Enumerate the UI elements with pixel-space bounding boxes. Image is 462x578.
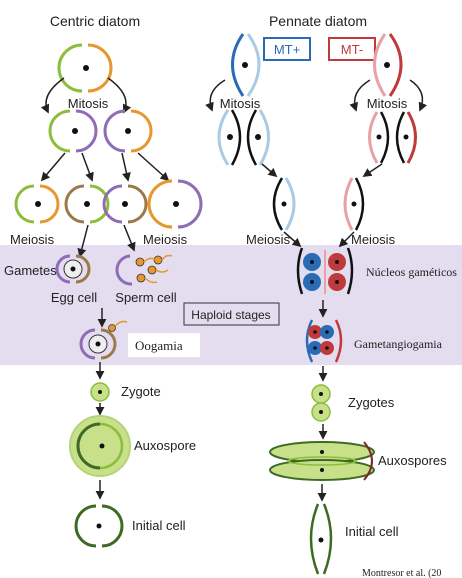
mtplus-single-cell [272,177,296,231]
arrow-mtplus-down [261,163,278,178]
pennate-mt-minus-parent [373,33,403,97]
mt-minus-label: MT- [341,42,363,57]
arrow-mtminus-down [362,163,383,177]
initial-cell-label-left: Initial cell [132,518,186,533]
mt-minus-box: MT- [328,37,376,61]
mtminus-daughter-2 [395,111,417,164]
fertilized-egg [79,320,128,360]
meiosis-arrow-sperm [123,224,136,252]
haploid-stages-box: Haploid stages [183,302,280,326]
oogamia-box: Oogamia [128,333,200,357]
mtminus-daughter-1 [368,111,390,164]
mitosis-arrow-right [107,77,132,114]
centric-daughter-cell-2 [103,109,153,153]
mitosis-arrow-mtminus [349,79,371,112]
sperm-cell-label: Sperm cell [115,290,177,305]
zygote-cell [90,382,110,402]
centric-cell-a [14,184,60,224]
initial-cell-right [309,503,333,575]
meiosis-arrow-egg [77,224,89,258]
mitosis-label-mtplus: Mitosis [220,96,261,111]
centric-cell-b [64,184,110,224]
mitosis-label-mtminus: Mitosis [367,96,408,111]
meiosis-label-1: Meiosis [10,232,55,247]
mt-plus-label: MT+ [274,42,300,57]
gametes-label: Gametes [4,263,57,278]
mitosis-arrow-mtminus-2 [409,79,428,112]
mitosis-arrow-left [40,77,65,114]
mt-plus-box: MT+ [263,37,311,61]
mitosis-arrow-mtplus [205,79,226,112]
initial-cell-label-right: Initial cell [345,524,399,539]
centric-parent-cell [57,43,113,93]
centric-diatom-header: Centric diatom [50,13,140,29]
sperm-cluster [115,254,173,286]
auxospores-right [269,441,375,481]
mtplus-daughter-2 [246,109,270,166]
gametangiogamy-cluster [305,319,343,363]
gametic-nuclei [296,247,354,295]
gametangiogamia-label: Gametangiogamia [354,337,443,351]
nucleos-gameticos-label: Núcleos gaméticos [366,265,457,279]
meiosis-arrow-4 [338,231,355,248]
centric-cell-c [102,184,148,224]
zygotes-pair [311,384,331,422]
initial-cell-left [74,504,124,548]
zygotes-label: Zygotes [348,395,395,410]
meiosis-label-2: Meiosis [143,232,188,247]
arrow-to-cell-a [40,152,66,182]
mitosis-label-centric: Mitosis [68,96,109,111]
arrow-to-cell-b [81,152,94,182]
mtplus-daughter-1 [217,109,242,166]
arrow-to-cell-d [137,152,170,182]
meiosis-arrow-3 [283,231,302,248]
egg-cell [55,254,91,284]
citation-text: Montresor et al. (20 [362,568,441,578]
mtminus-single-cell [343,177,365,231]
pennate-diatom-header: Pennate diatom [269,13,367,29]
auxospore-label-left: Auxospore [134,438,196,453]
auxospores-label: Auxospores [378,453,447,468]
haploid-stages-label: Haploid stages [191,308,270,322]
egg-cell-label: Egg cell [51,290,97,305]
meiosis-label-4: Meiosis [351,232,396,247]
zygote-label: Zygote [121,384,161,399]
centric-cell-d [147,179,203,229]
arrow-to-cell-c [121,152,131,182]
auxospore-left [69,415,131,477]
oogamia-label: Oogamia [135,338,183,353]
meiosis-label-3: Meiosis [246,232,291,247]
centric-daughter-cell-1 [48,109,98,153]
pennate-mt-plus-parent [231,33,261,97]
